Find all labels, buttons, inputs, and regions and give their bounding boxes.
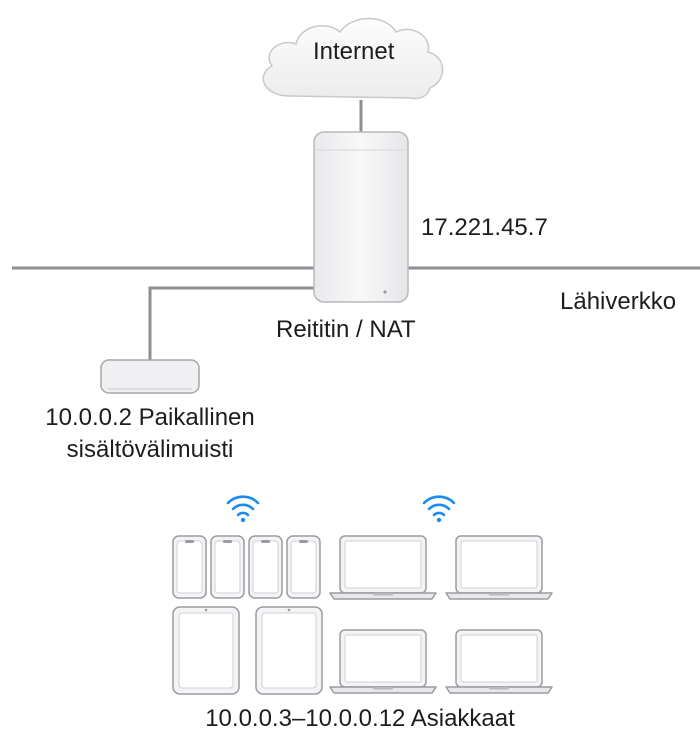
wifi-icon [226, 495, 260, 523]
iphone-icon [172, 535, 207, 599]
laptop-icon [329, 629, 437, 694]
iphone-icon [210, 535, 245, 599]
lan-label: Lähiverkko [560, 288, 677, 315]
laptop-icon [329, 535, 437, 600]
cache-label-line2: sisältövälimuisti [66, 436, 234, 463]
cache-link [148, 286, 316, 360]
cache-label-line1: 10.0.0.2 Paikallinen [45, 404, 255, 431]
clients-label: 10.0.0.3–10.0.0.12 Asiakkaat [205, 705, 515, 732]
iphone-icon [286, 535, 321, 599]
cloud-icon [262, 17, 444, 100]
laptop-icon [445, 535, 553, 600]
internet-label: Internet [313, 38, 395, 65]
cache-label: 10.0.0.2 Paikallinen sisältövälimuisti [15, 404, 285, 464]
router-ip-label: 17.221.45.7 [421, 214, 548, 241]
iphone-icon [248, 535, 283, 599]
router-icon [313, 131, 409, 303]
wifi-icon [422, 495, 456, 523]
ipad-icon [255, 606, 323, 695]
router-label: Reititin / NAT [276, 316, 416, 343]
content-cache-icon [100, 359, 200, 394]
laptop-icon [445, 629, 553, 694]
ipad-icon [172, 606, 240, 695]
